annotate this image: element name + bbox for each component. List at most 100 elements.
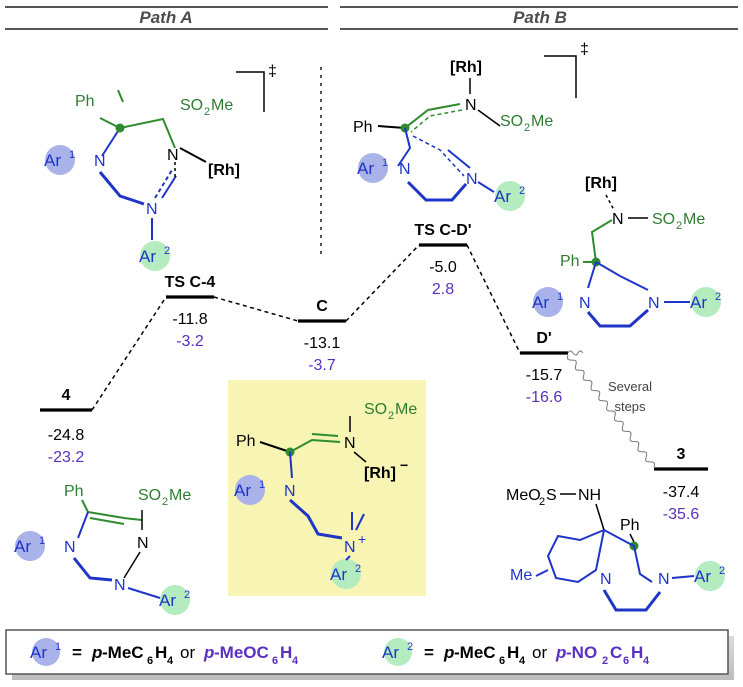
svg-text:=: = bbox=[424, 643, 434, 662]
svg-text:2: 2 bbox=[162, 496, 168, 508]
energy-c-1: -13.1 bbox=[304, 335, 341, 352]
svg-text:N: N bbox=[114, 577, 126, 594]
several-steps-line1: Several bbox=[608, 379, 652, 394]
svg-text:N: N bbox=[465, 97, 477, 114]
svg-text:4: 4 bbox=[519, 655, 526, 667]
svg-text:Ar: Ar bbox=[139, 247, 156, 266]
svg-text:4: 4 bbox=[643, 655, 650, 667]
svg-text:1: 1 bbox=[55, 641, 61, 653]
svg-text:Ar: Ar bbox=[330, 565, 347, 584]
svg-text:N: N bbox=[399, 161, 411, 178]
svg-text:p: p bbox=[91, 643, 102, 662]
svg-text:Me: Me bbox=[531, 113, 553, 130]
energy-4-1: -24.8 bbox=[48, 427, 85, 444]
svg-text:2: 2 bbox=[388, 410, 394, 422]
svg-text:6: 6 bbox=[623, 655, 629, 667]
svg-text:Ph: Ph bbox=[64, 483, 84, 500]
energy-ts-cd-2: 2.8 bbox=[432, 281, 454, 298]
svg-text:H: H bbox=[631, 643, 643, 662]
legend-box bbox=[5, 629, 729, 675]
svg-text:N: N bbox=[579, 295, 591, 312]
svg-text:-MeC: -MeC bbox=[102, 643, 144, 662]
svg-text:‡: ‡ bbox=[268, 63, 277, 80]
svg-text:6: 6 bbox=[272, 655, 278, 667]
svg-text:Me: Me bbox=[395, 401, 417, 418]
svg-text:Ar: Ar bbox=[234, 481, 251, 500]
svg-text:2: 2 bbox=[164, 245, 170, 257]
svg-text:2: 2 bbox=[539, 496, 545, 508]
svg-text:-MeOC: -MeOC bbox=[214, 643, 269, 662]
svg-text:SO: SO bbox=[652, 211, 675, 228]
svg-text:2: 2 bbox=[407, 641, 413, 653]
several-steps-wavy-line bbox=[566, 354, 656, 468]
energy-d-1: -15.7 bbox=[526, 367, 563, 384]
svg-text:1: 1 bbox=[557, 291, 563, 303]
svg-text:4: 4 bbox=[167, 655, 174, 667]
svg-text:S: S bbox=[546, 487, 557, 504]
svg-text:Ar: Ar bbox=[30, 643, 47, 662]
svg-text:1: 1 bbox=[39, 535, 45, 547]
svg-text:[Rh]: [Rh] bbox=[450, 59, 482, 76]
svg-text:Ph: Ph bbox=[620, 517, 640, 534]
svg-text:Me: Me bbox=[211, 97, 233, 114]
svg-text:p: p bbox=[443, 643, 454, 662]
svg-text:2: 2 bbox=[715, 291, 721, 303]
svg-text:6: 6 bbox=[499, 655, 505, 667]
svg-text:-MeC: -MeC bbox=[454, 643, 496, 662]
energy-3-2: -35.6 bbox=[663, 506, 700, 523]
svg-text:Ar: Ar bbox=[690, 293, 707, 312]
svg-text:1: 1 bbox=[259, 479, 265, 491]
energy-c-2: -3.7 bbox=[308, 357, 336, 374]
svg-text:+: + bbox=[358, 531, 366, 547]
energy-ts-c4-1: -11.8 bbox=[172, 311, 207, 328]
svg-text:Ph: Ph bbox=[75, 93, 95, 110]
svg-text:N: N bbox=[344, 435, 356, 452]
svg-text:or: or bbox=[532, 643, 547, 662]
svg-text:Ar: Ar bbox=[532, 293, 549, 312]
svg-text:p: p bbox=[203, 643, 214, 662]
label-4: 4 bbox=[62, 387, 71, 404]
svg-text:H: H bbox=[280, 643, 292, 662]
svg-text:SO: SO bbox=[138, 487, 161, 504]
path-b-header: Path B bbox=[513, 8, 567, 27]
svg-text:2: 2 bbox=[519, 185, 525, 197]
svg-text:1: 1 bbox=[69, 149, 75, 161]
svg-text:N: N bbox=[612, 211, 624, 228]
svg-text:Ar: Ar bbox=[357, 159, 374, 178]
svg-text:Me: Me bbox=[169, 487, 191, 504]
svg-text:SO: SO bbox=[500, 113, 523, 130]
svg-text:[Rh]: [Rh] bbox=[208, 162, 240, 179]
structure-ts-c4: Ph Ar 1 N N N SO 2 Me [Rh] Ar 2 ‡ bbox=[44, 63, 277, 271]
svg-text:Ar: Ar bbox=[44, 151, 61, 170]
label-3: 3 bbox=[677, 446, 686, 463]
svg-text:N: N bbox=[466, 171, 478, 188]
legend-ar1: Ar 1 = p -MeC 6 H 4 or p -MeOC 6 H 4 bbox=[30, 638, 299, 667]
structure-d: [Rh] N SO 2 Me Ph Ar 1 N N Ar 2 bbox=[532, 175, 721, 328]
several-steps-line2: steps bbox=[614, 399, 646, 414]
svg-text:N: N bbox=[94, 153, 106, 170]
svg-text:N: N bbox=[146, 201, 158, 218]
svg-text:or: or bbox=[180, 643, 195, 662]
label-d: D' bbox=[536, 330, 551, 347]
svg-text:N: N bbox=[167, 147, 179, 164]
label-ts-cd: TS C-D' bbox=[414, 222, 471, 239]
structure-4: Ph SO 2 Me N Ar 1 N N Ar 2 bbox=[14, 483, 191, 615]
label-ts-c4: TS C-4 bbox=[165, 274, 216, 291]
svg-text:Ar: Ar bbox=[694, 567, 711, 586]
svg-text:MeO: MeO bbox=[506, 487, 541, 504]
energy-ts-cd-1: -5.0 bbox=[429, 259, 457, 276]
svg-text:=: = bbox=[72, 643, 82, 662]
svg-text:p: p bbox=[555, 643, 566, 662]
svg-text:N: N bbox=[648, 295, 660, 312]
svg-text:N: N bbox=[64, 539, 76, 556]
svg-text:2: 2 bbox=[602, 655, 608, 667]
svg-text:2: 2 bbox=[719, 565, 725, 577]
svg-text:SO: SO bbox=[364, 401, 387, 418]
svg-text:2: 2 bbox=[524, 122, 530, 134]
svg-text:N: N bbox=[284, 483, 296, 500]
structure-3: MeO 2 S NH Ph Me N N Ar 2 bbox=[506, 487, 725, 612]
svg-text:‡: ‡ bbox=[580, 41, 589, 58]
svg-text:[Rh]: [Rh] bbox=[585, 175, 617, 192]
energy-4-2: -23.2 bbox=[48, 449, 85, 466]
svg-text:Ph: Ph bbox=[560, 253, 580, 270]
